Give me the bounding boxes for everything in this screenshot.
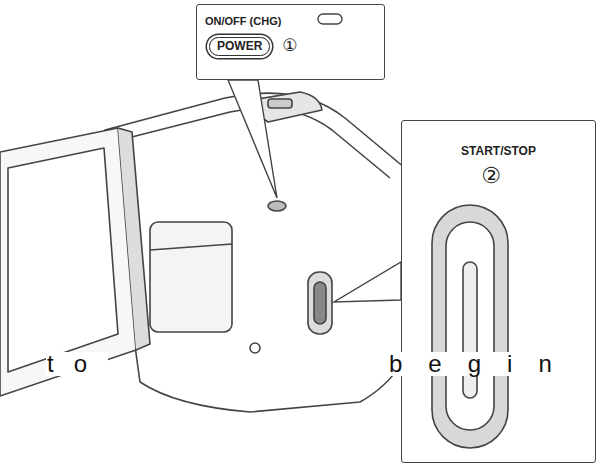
lcd-panel [0, 128, 136, 396]
callout-text: ② [481, 164, 501, 188]
callout-pointer [334, 262, 401, 302]
camcorder-body [0, 92, 426, 412]
zoom-lever [268, 99, 292, 108]
button-face [446, 222, 494, 430]
panel-line [150, 244, 232, 250]
start-stop-groove [314, 282, 326, 324]
start-stop-small [308, 272, 332, 334]
control-name: START/STOP [461, 145, 536, 158]
power-button [268, 201, 286, 211]
charge-lamp [318, 14, 342, 24]
callout-box: ON/OFF (CHG) POWER ① [196, 4, 385, 80]
callout-pointer [228, 80, 277, 198]
caption-word: to [46, 352, 108, 376]
screw [250, 343, 260, 353]
start-stop-button [432, 205, 508, 448]
side-panel [150, 222, 232, 332]
callout-text: ① [282, 37, 297, 56]
control-name: ON/OFF (CHG) [205, 15, 374, 27]
button-rim [432, 205, 508, 448]
callout-ground [401, 120, 596, 463]
caption-word: begin [388, 352, 579, 376]
callout-text: POWER [209, 37, 270, 56]
callout-box: START/STOP ② [401, 120, 596, 463]
button-groove [463, 262, 477, 398]
lcd-hinge [118, 128, 150, 350]
lcd-screen [8, 148, 118, 372]
